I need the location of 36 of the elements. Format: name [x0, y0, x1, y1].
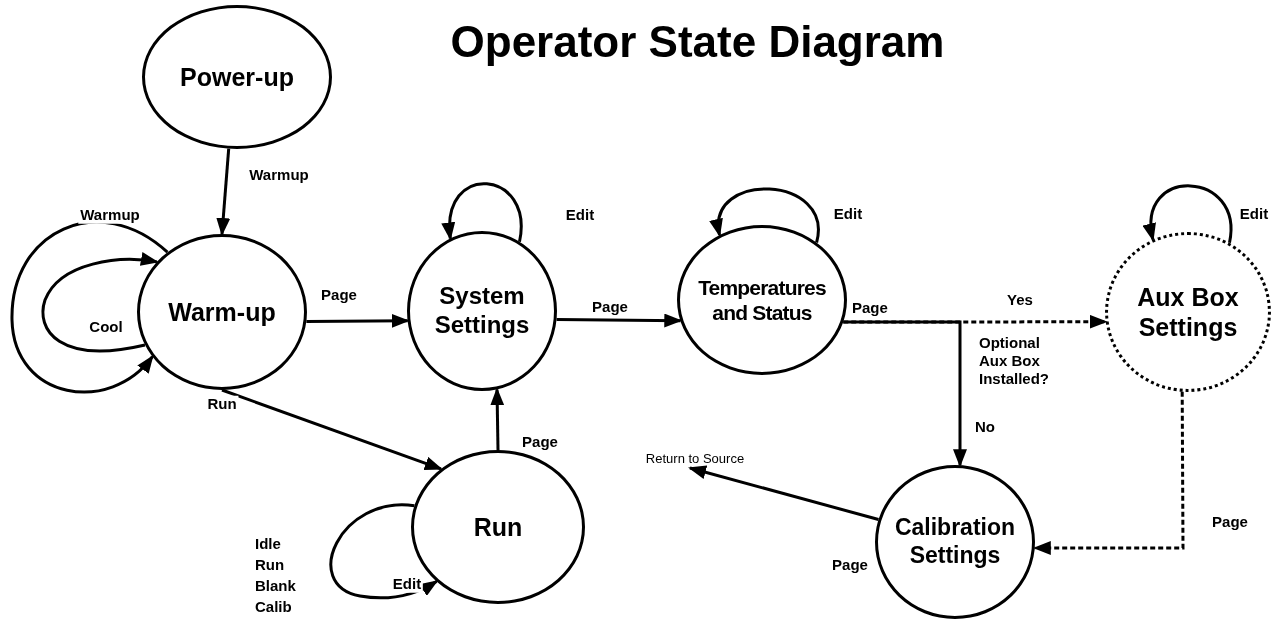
arrow	[221, 388, 443, 471]
arrow	[306, 313, 410, 328]
loop-arrow	[711, 187, 820, 243]
annotation-text: Calib	[255, 598, 292, 616]
arrow	[1032, 391, 1185, 555]
state-label: Aux Box Settings	[1136, 282, 1240, 342]
state-circle	[1105, 232, 1271, 392]
loop-arrow	[1144, 184, 1233, 243]
state-label: Temperatures and Status	[697, 274, 827, 326]
state-circle	[137, 234, 307, 390]
loop-arrow	[442, 182, 523, 242]
arrow	[688, 465, 879, 521]
state-label: Power-up	[179, 62, 295, 92]
edge-label: Edit	[390, 575, 424, 593]
annotation-text: Optional Aux Box Installed?	[979, 334, 1050, 388]
arrow	[556, 313, 683, 328]
state-circle	[875, 465, 1035, 619]
loop-arrow	[41, 252, 159, 353]
state-circle	[677, 225, 847, 375]
annotation-text: Blank	[255, 577, 296, 595]
annotation-text: Page	[852, 299, 888, 317]
text-label: Return to Source	[645, 450, 745, 466]
state-label: System Settings	[433, 282, 531, 340]
annotation-text: Idle	[255, 535, 281, 553]
state-circle	[142, 5, 332, 149]
state-label: Run	[472, 512, 524, 542]
loop-arrow	[329, 503, 439, 600]
state-label: Warm-up	[167, 297, 277, 327]
annotation-text: Run	[255, 556, 285, 574]
state-circle	[407, 231, 557, 391]
arrow	[216, 148, 231, 236]
arrow	[490, 387, 505, 451]
state-label: Calibration Settings	[893, 514, 1017, 570]
arrow	[843, 320, 967, 468]
loop-arrow	[10, 220, 169, 394]
diagram-title: Operator State Diagram	[449, 18, 946, 67]
